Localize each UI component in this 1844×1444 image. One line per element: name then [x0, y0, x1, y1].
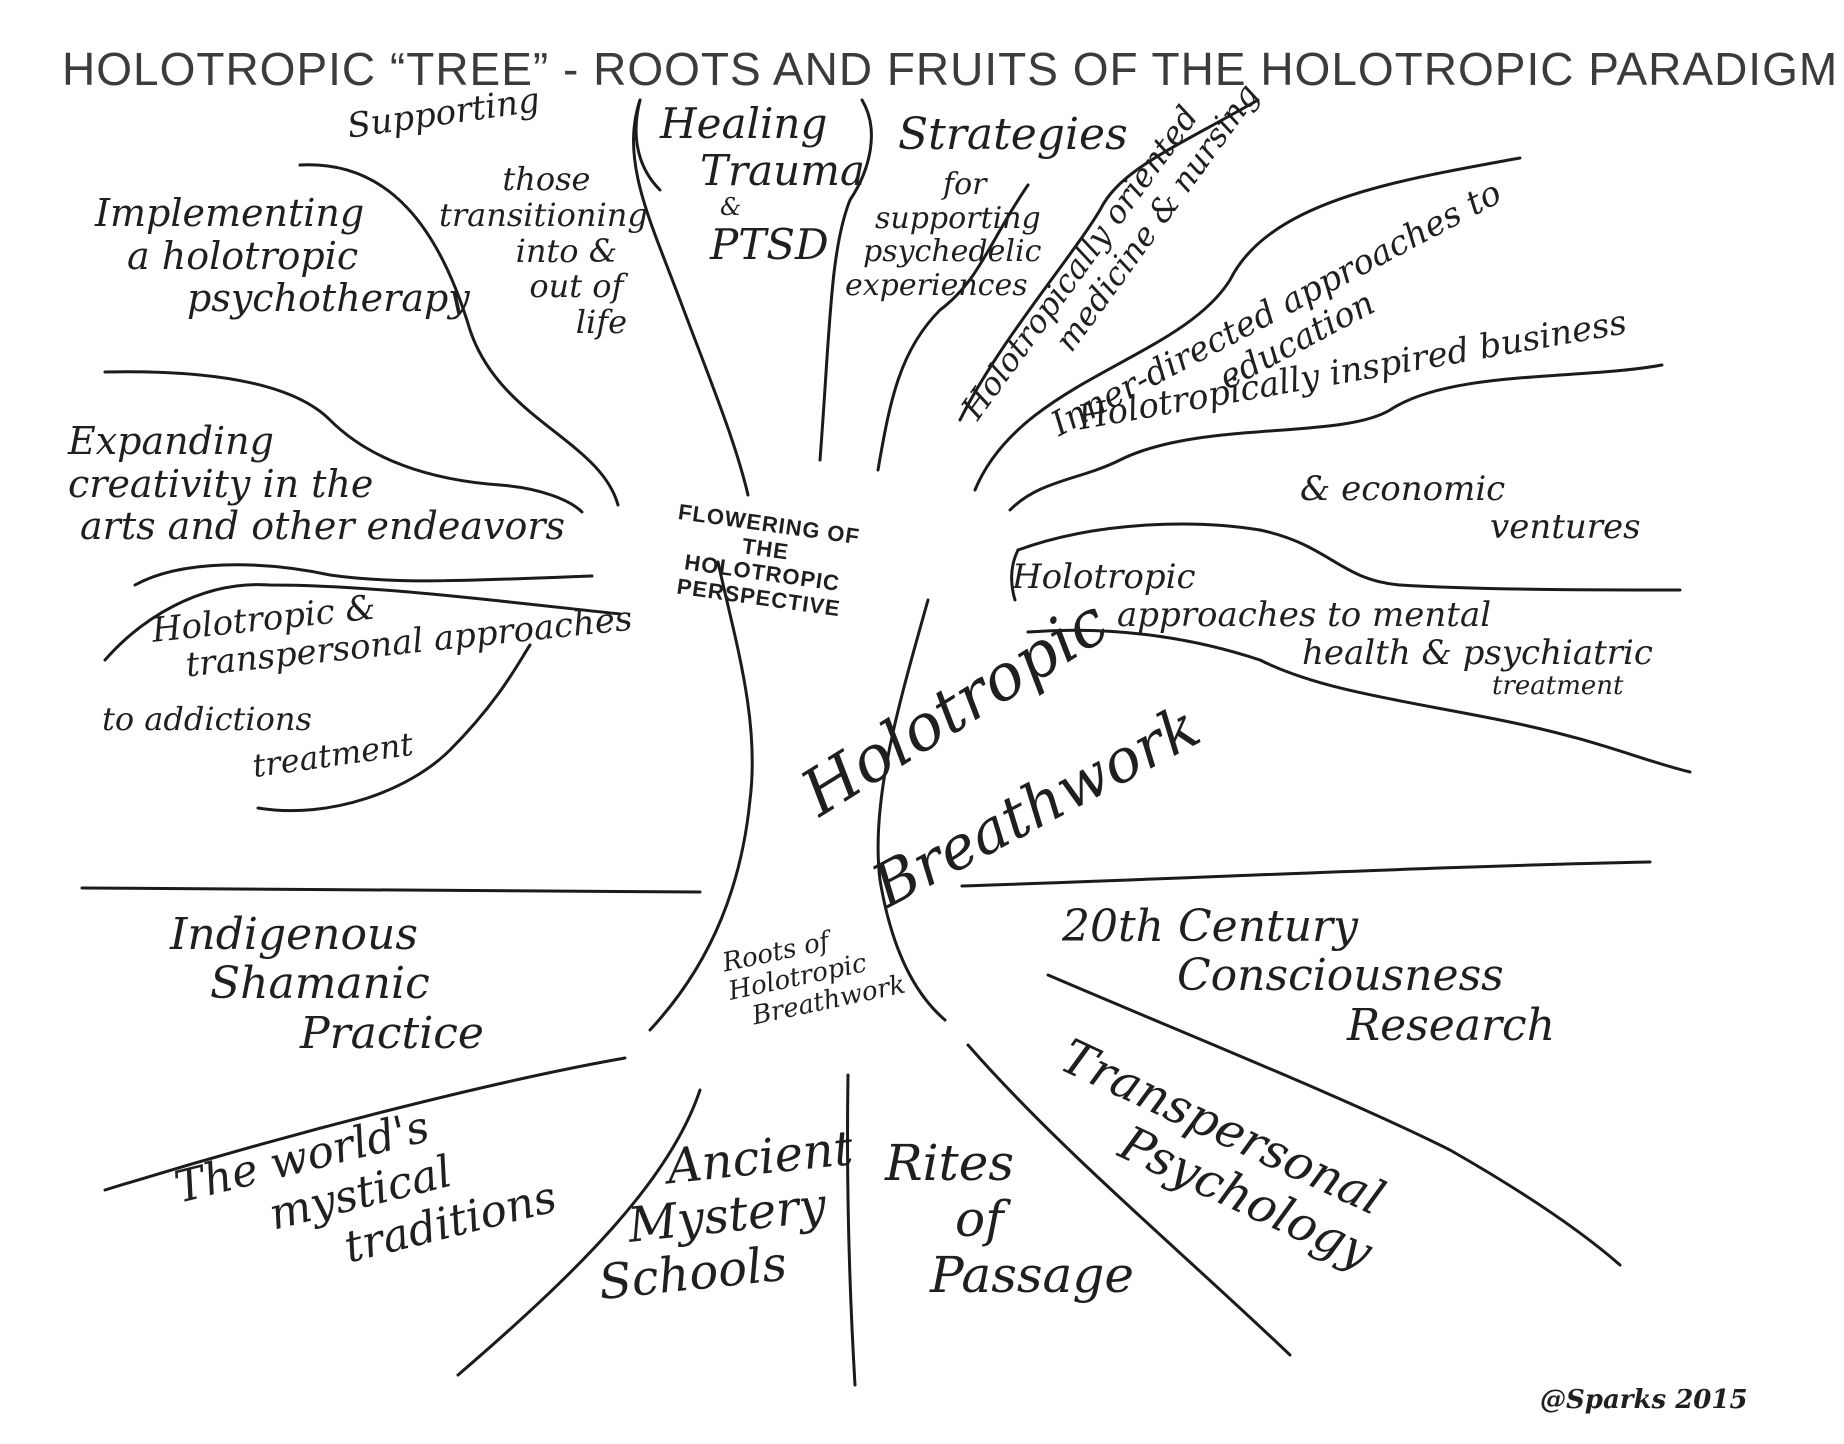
branch-business: [1008, 363, 1664, 512]
fruit-supporting-line: transitioning: [439, 195, 648, 234]
root-indigenous-line: Practice: [300, 1007, 484, 1059]
fruit-implementing-line: psychotherapy: [187, 276, 470, 321]
branch-expanding-bottom: [133, 563, 594, 587]
fruit-healing-line: Healing: [660, 99, 828, 148]
fruit-addictions-line: to addictions: [102, 700, 312, 738]
fruit-mental-health-line: treatment: [1492, 671, 1624, 702]
fruit-strategies-line: supporting: [875, 200, 1041, 236]
branch-mental-health-top: [1016, 522, 1682, 592]
root-ancient: [456, 1088, 702, 1377]
fruit-business-line: ventures: [1490, 507, 1641, 548]
trunk-right-line: [876, 598, 947, 1022]
root-rites-line: Rites: [885, 1134, 1014, 1192]
branch-education: [973, 156, 1522, 492]
branch-implementing: [298, 163, 620, 507]
root-horizontal-left: [80, 886, 702, 894]
fruit-expanding-line: Expanding: [68, 419, 274, 463]
root-indigenous-line: Indigenous: [170, 909, 418, 960]
fruit-supporting-line: into &: [515, 231, 618, 270]
branch-medicine: [958, 98, 1260, 422]
fruit-implementing-line: Implementing: [95, 191, 365, 235]
root-research-line: 20th Century: [1062, 901, 1358, 952]
fruit-strategies-line: experiences: [845, 267, 1028, 303]
branch-addictions-top: [103, 583, 622, 662]
root-rites: Rites of Passage: [885, 1135, 1134, 1303]
root-horizontal-right: [960, 860, 1652, 888]
fruit-mental-health: Holotropic approaches to mental health &…: [1012, 558, 1653, 701]
fruit-strategies-line: Strategies: [898, 109, 1128, 160]
root-rites-line: of: [955, 1190, 1004, 1248]
fruit-expanding-line: arts and other endeavors: [80, 504, 566, 549]
page-title: HOLOTROPIC “TREE” - ROOTS AND FRUITS OF …: [62, 43, 1839, 95]
fruit-healing-line: &: [720, 193, 742, 222]
fruit-healing-line: Trauma: [700, 146, 866, 196]
root-research: [1046, 973, 1622, 1267]
fruit-supporting-line: those: [502, 160, 591, 198]
fruit-mental-health-line: approaches to mental: [1117, 595, 1492, 636]
fruit-expanding-line: creativity in the: [68, 461, 374, 506]
fruit-supporting-line: out of: [529, 267, 624, 306]
branch-healing-right: [818, 98, 873, 462]
root-transpersonal: [966, 1043, 1292, 1357]
root-ancient: Ancient Mystery Schools: [585, 1120, 867, 1310]
branch-expanding-top: [103, 370, 584, 514]
fruit-strategies-rest: for supporting psychedelic experiences: [845, 168, 1041, 302]
fruit-mental-health-line: health & psychiatric: [1302, 633, 1653, 674]
branch-supporting: [632, 98, 750, 497]
branch-healing-left: [634, 98, 662, 192]
root-mystical: [103, 1056, 627, 1192]
fruit-strategies-line: psychedelic: [863, 234, 1042, 270]
root-rites: [845, 1073, 857, 1387]
root-research-line: Research: [1347, 999, 1556, 1051]
fruit-healing-line: PTSD: [710, 219, 829, 269]
fruit-healing: Healing Trauma & PTSD: [660, 100, 865, 268]
root-research: 20th Century Consciousness Research: [1062, 902, 1555, 1050]
fruit-implementing-line: a holotropic: [127, 233, 359, 278]
root-research-line: Consciousness: [1177, 950, 1504, 1002]
fruit-supporting-line: life: [575, 303, 628, 342]
fruit-implementing: Implementing a holotropic psychotherapy: [95, 192, 470, 320]
fruit-strategies: Strategies: [898, 109, 1128, 160]
root-indigenous-line: Shamanic: [210, 958, 430, 1010]
root-indigenous: Indigenous Shamanic Practice: [170, 910, 484, 1058]
fruit-strategies-line: for: [943, 167, 987, 202]
trunk-left-line: [648, 560, 754, 1032]
root-rites-line: Passage: [930, 1246, 1134, 1304]
branch-mental-health-bottom: [1026, 628, 1692, 774]
fruit-addictions-rest: to addictions treatment: [102, 700, 416, 785]
signature: @Sparks 2015: [1540, 1385, 1748, 1415]
fruit-mental-health-line: Holotropic: [1012, 557, 1196, 597]
branch-addictions-bottom: [256, 643, 532, 813]
fruit-business-line: & economic: [1300, 469, 1506, 509]
fruit-expanding: Expanding creativity in the arts and oth…: [68, 420, 565, 548]
fruit-supporting-rest: those transitioning into & out of life: [439, 160, 648, 342]
branch-strategies: [876, 183, 1030, 472]
branch-mental-health-left: [1010, 548, 1020, 602]
fruit-business-rest: & economic ventures: [1300, 470, 1641, 546]
